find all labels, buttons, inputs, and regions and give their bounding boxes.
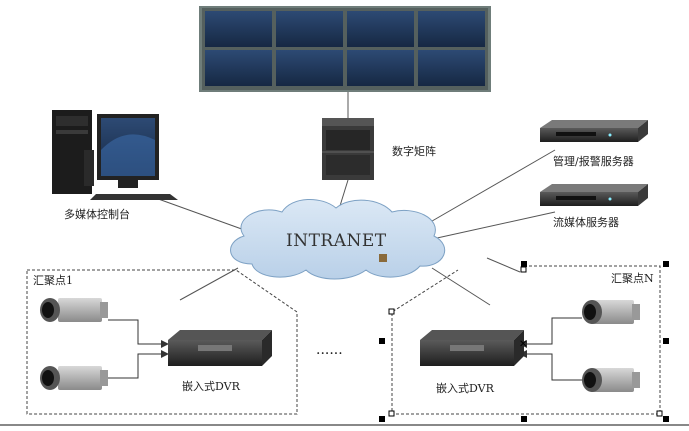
camera-icon: [582, 300, 640, 324]
mgmt-server-label: 管理/报警服务器: [553, 155, 634, 168]
stream-server-label: 流媒体服务器: [553, 216, 619, 229]
camera-icon: [40, 366, 108, 390]
matrix-label: 数字矩阵: [392, 145, 436, 158]
cloud-icon: [230, 198, 446, 280]
hub1-label: 汇聚点1: [33, 274, 73, 287]
divider: [0, 424, 689, 426]
console-label: 多媒体控制台: [64, 208, 130, 221]
dvr2-label: 嵌入式DVR: [436, 382, 494, 395]
video-wall-icon: [199, 6, 491, 92]
hubN-label: 汇聚点N: [611, 272, 654, 285]
camera-to-dvr-arrows: [108, 317, 582, 381]
video-wall-tile: [347, 11, 414, 47]
rack-server-icon: [540, 184, 648, 206]
network-label: INTRANET: [286, 231, 387, 251]
dvr-icon: [168, 330, 272, 366]
camera-icon: [40, 298, 108, 322]
hubN-boundary: [391, 265, 661, 415]
connection-lines: [149, 88, 556, 306]
video-wall-tile: [418, 50, 485, 86]
video-wall-tile: [347, 50, 414, 86]
video-wall-tile: [276, 11, 343, 47]
pc-console-icon: [52, 110, 178, 200]
video-wall-tile: [418, 11, 485, 47]
cursor-cross-icon: ✕: [519, 339, 527, 350]
selection-handles[interactable]: [379, 261, 669, 422]
rack-server-icon: [540, 120, 648, 142]
video-wall-tile: [276, 50, 343, 86]
dvr-icon: [420, 330, 524, 366]
camera-icon: [582, 368, 640, 392]
matrix-switch-icon: [322, 118, 374, 180]
video-wall-tile: [205, 50, 272, 86]
video-wall-tile: [205, 11, 272, 47]
dvr1-label: 嵌入式DVR: [182, 380, 240, 393]
ellipsis: ······: [316, 346, 343, 362]
